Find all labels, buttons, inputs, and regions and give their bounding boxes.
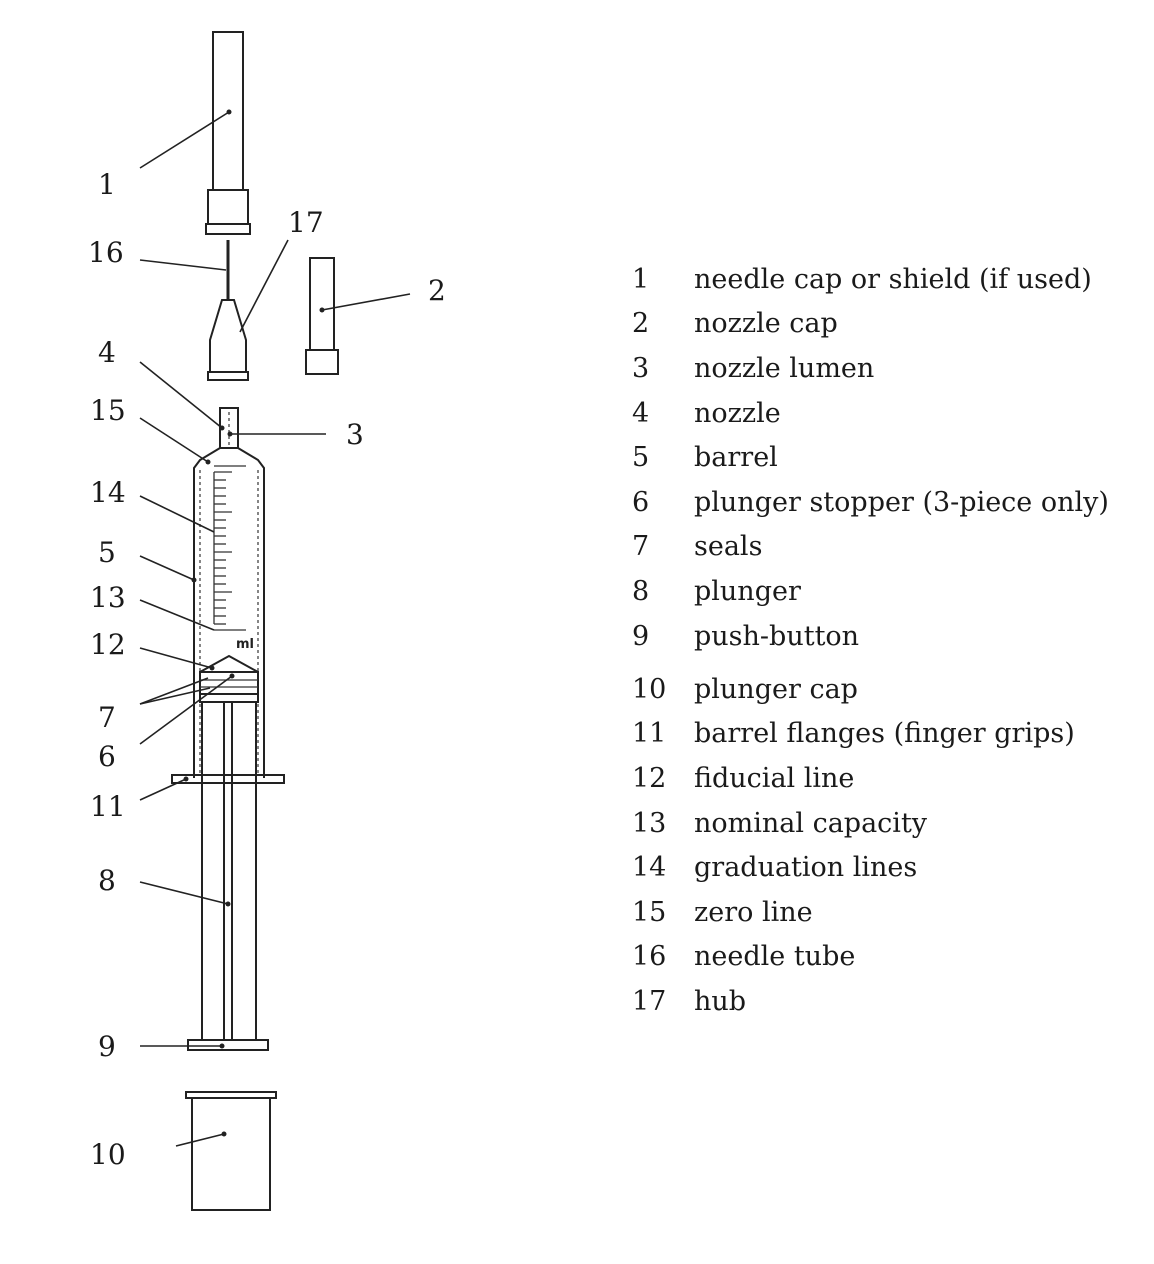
barrel-flanges [171, 774, 285, 784]
legend-label: push-button [694, 621, 860, 652]
legend-label: zero line [694, 897, 813, 928]
legend-number: 8 [632, 576, 650, 607]
callout-13: 13 [90, 581, 126, 614]
legend-label: needle tube [694, 941, 856, 972]
callout-1: 1 [98, 168, 116, 201]
callout-14: 14 [90, 476, 126, 509]
legend-number: 11 [632, 718, 667, 749]
unit-mark: ml [236, 637, 254, 652]
leader-dots [183, 109, 325, 1137]
legend-number: 17 [632, 986, 667, 1017]
legend-number: 1 [632, 264, 650, 295]
legend-label: needle cap or shield (if used) [694, 264, 1092, 295]
legend-number: 15 [632, 897, 667, 928]
callout-15: 15 [90, 394, 126, 427]
plunger [201, 702, 257, 1040]
callout-4: 4 [98, 336, 116, 369]
callout-8: 8 [98, 864, 116, 897]
legend-label: plunger cap [694, 674, 858, 705]
callout-17: 17 [288, 206, 324, 239]
legend-label: hub [694, 986, 747, 1017]
legend-number: 9 [632, 621, 650, 652]
callout-3: 3 [346, 418, 364, 451]
callout-6: 6 [98, 740, 116, 773]
legend-number: 3 [632, 353, 650, 384]
push-button [187, 1039, 269, 1051]
hub [207, 299, 249, 381]
callout-11: 11 [90, 790, 126, 823]
legend-number: 16 [632, 941, 667, 972]
legend-label: plunger [694, 576, 801, 607]
barrel [193, 447, 265, 778]
legend-label: nominal capacity [694, 808, 928, 839]
legend-label: barrel [694, 442, 778, 473]
callout-2: 2 [428, 274, 446, 307]
legend-number: 14 [632, 852, 667, 883]
graduation-lines [213, 471, 232, 625]
legend-label: nozzle lumen [694, 353, 875, 384]
legend-number: 13 [632, 808, 667, 839]
legend-label: nozzle cap [694, 308, 838, 339]
legend-number: 10 [632, 674, 667, 705]
callout-7: 7 [98, 701, 116, 734]
nozzle-cap [305, 257, 339, 375]
legend-label: nozzle [694, 398, 781, 429]
legend-label: plunger stopper (3-piece only) [694, 487, 1109, 518]
legend-number: 5 [632, 442, 650, 473]
legend-number: 7 [632, 531, 650, 562]
legend-label: graduation lines [694, 852, 918, 883]
leader-lines [139, 111, 411, 1147]
callout-12: 12 [90, 628, 126, 661]
legend-number: 4 [632, 398, 650, 429]
callout-5: 5 [98, 536, 116, 569]
plunger-cap [185, 1091, 277, 1211]
legend-label: seals [694, 531, 763, 562]
legend-number: 2 [632, 308, 650, 339]
legend-number: 6 [632, 487, 650, 518]
legend-label: fiducial line [694, 763, 855, 794]
callout-16: 16 [88, 236, 124, 269]
legend-label: barrel flanges (finger grips) [694, 718, 1075, 749]
callout-9: 9 [98, 1030, 116, 1063]
legend-number: 12 [632, 763, 667, 794]
callout-10: 10 [90, 1138, 126, 1171]
needle-cap [205, 31, 251, 235]
